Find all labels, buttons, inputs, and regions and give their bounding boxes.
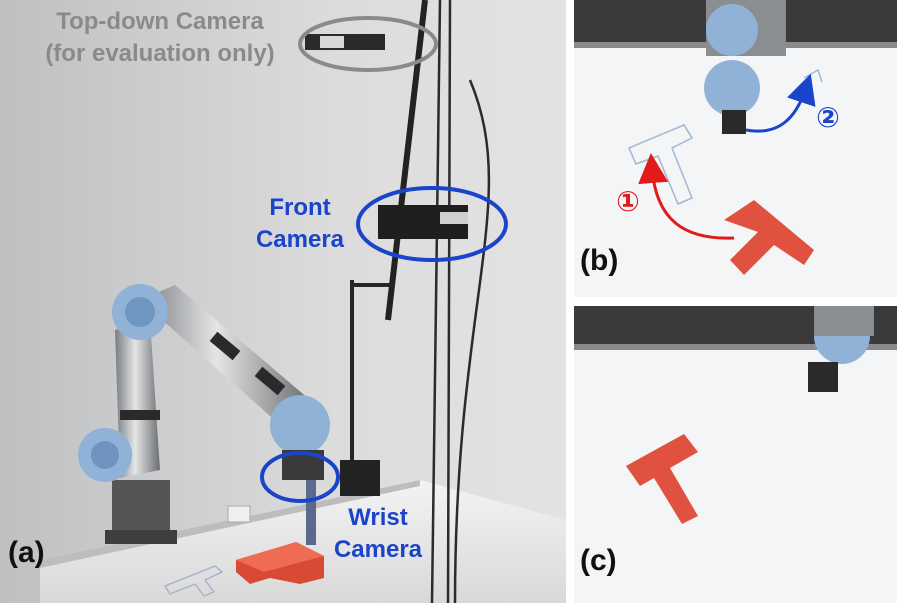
top-camera-label-line2: (for evaluation only) bbox=[45, 40, 275, 67]
front-camera-label-line1: Front bbox=[269, 194, 331, 221]
wrist-camera-label-line2: Camera bbox=[333, 536, 423, 563]
panel-c-scene bbox=[574, 306, 897, 603]
front-camera-label: Front Camera bbox=[240, 192, 360, 256]
robot-link-upper bbox=[140, 285, 310, 425]
top-camera-label: Top-down Camera (for evaluation only) bbox=[30, 6, 290, 70]
wrist-camera-highlight-ellipse bbox=[260, 451, 340, 503]
step-1-arrow bbox=[638, 153, 735, 240]
wrist-camera-label: Wrist Camera bbox=[318, 502, 438, 566]
top-camera-highlight-ellipse bbox=[298, 16, 438, 72]
step-2-marker: ② bbox=[816, 102, 840, 133]
panel-c-topdown-view: (c) bbox=[574, 306, 897, 603]
top-camera-body bbox=[305, 34, 385, 50]
table-surface bbox=[40, 480, 566, 603]
red-t-block bbox=[724, 200, 814, 275]
step-2-arrow bbox=[745, 73, 816, 133]
robot-scene-illustration bbox=[0, 0, 566, 603]
red-t-block bbox=[626, 434, 698, 524]
gripper-top bbox=[722, 110, 746, 134]
front-camera-highlight-ellipse bbox=[356, 186, 508, 262]
target-outline bbox=[164, 565, 224, 597]
wrist-camera-label-line1: Wrist bbox=[348, 504, 408, 531]
panel-a-label: (a) bbox=[8, 536, 45, 569]
panel-a-robot-setup-photo: Top-down Camera (for evaluation only) Fr… bbox=[0, 0, 566, 603]
gripper-stick bbox=[306, 480, 316, 545]
panel-b-label: (b) bbox=[580, 244, 619, 277]
panel-b-topdown-view: ① ② (b) bbox=[574, 0, 897, 297]
gripper-top bbox=[808, 362, 838, 392]
step-1-marker: ① bbox=[616, 186, 640, 217]
top-camera-label-line1: Top-down Camera bbox=[56, 8, 264, 35]
front-camera-label-line2: Camera bbox=[255, 226, 345, 253]
robot-wrist-top bbox=[704, 60, 760, 116]
panel-b-scene bbox=[574, 0, 897, 297]
panel-c-label: (c) bbox=[580, 544, 617, 577]
camera-pole bbox=[385, 0, 428, 321]
robot-joint-wrist bbox=[270, 395, 330, 455]
